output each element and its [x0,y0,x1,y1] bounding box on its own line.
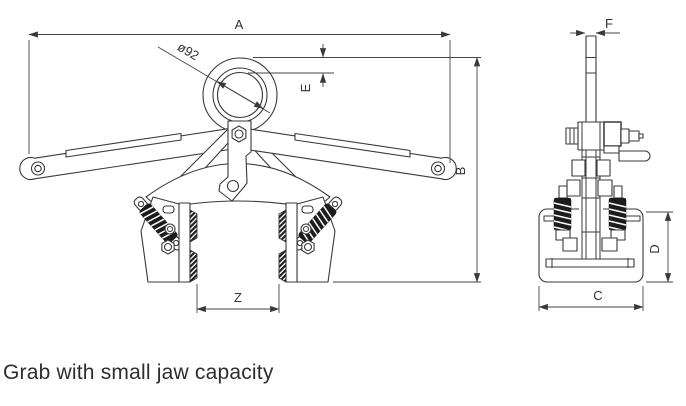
dim-b-label: B [453,167,468,176]
side-bolt-shank [620,128,630,144]
left-jaw [133,196,198,283]
side-lower-bolt-right [601,237,618,252]
dim-overall-width: A [28,17,451,163]
side-spring-right [608,185,627,241]
right-jaw-pad-upper [278,209,287,243]
side-left-nut [565,127,579,145]
dim-a-label: A [235,17,244,32]
dim-base-height: D [646,211,673,283]
hook-pin [226,179,240,193]
dim-overall-height: B [253,57,481,283]
left-arm-pivot-bolt [30,161,46,176]
side-handle [618,150,651,162]
side-clamp-head [565,121,651,197]
left-arm-slot [65,132,182,158]
caption: Grab with small jaw capacity [3,361,274,384]
side-bolt-nut [628,130,640,142]
dim-d-label: D [647,244,662,253]
front-view: ø92 [19,17,481,313]
dim-f-label: F [605,16,613,31]
dim-z-label: Z [234,290,242,305]
right-jaw-plate [285,202,298,283]
right-arm-slot [294,132,411,158]
dim-c-label: C [593,288,602,303]
side-ring-bar [585,35,597,123]
dim-jaw-opening: Z [196,284,280,313]
left-jaw-pad-upper [189,209,198,243]
left-jaw-plate [178,202,191,283]
center-link [218,120,252,202]
dim-ring-thickness: F [570,16,620,37]
right-jaw [278,196,343,283]
left-jaw-pad-lower [189,249,198,283]
side-spring-left [553,185,572,241]
side-lower-bolt-left [562,237,578,252]
dim-e-label: E [298,83,313,92]
right-arm-pivot-bolt [430,161,446,176]
right-jaw-pad-lower [278,249,287,283]
side-foot [545,258,635,268]
dim-base-width: C [538,286,644,311]
side-view: F C D [538,16,673,311]
dim-ring-section: E [248,44,334,92]
